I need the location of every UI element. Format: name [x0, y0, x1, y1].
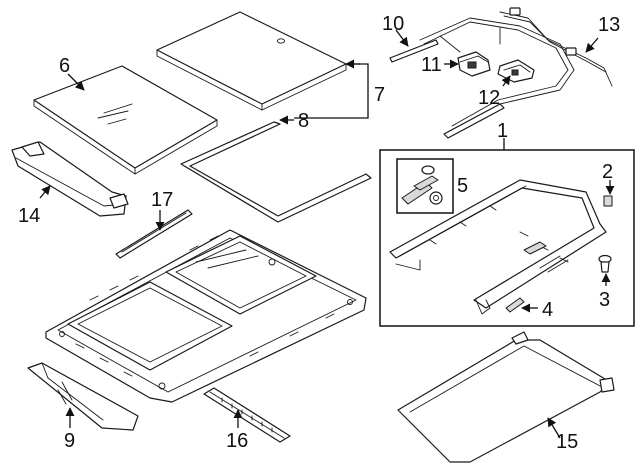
callout-11: 11 — [421, 54, 442, 76]
part-13-harness[interactable] — [419, 7, 613, 139]
part-10-drain-hose[interactable] — [389, 39, 439, 63]
callout-8: 8 — [298, 110, 309, 132]
callout-4: 4 — [542, 299, 553, 321]
callout-12: 12 — [478, 87, 500, 109]
callout-14: 14 — [18, 205, 40, 227]
part-9-shade-panel[interactable] — [27, 362, 139, 431]
leader-lines — [39, 29, 615, 439]
part-4-drain-tube[interactable] — [505, 297, 525, 313]
part-2-nut[interactable] — [603, 195, 613, 207]
callout-9: 9 — [64, 430, 75, 452]
part-1-frame-assembly[interactable] — [389, 179, 607, 315]
callout-2: 2 — [602, 161, 613, 183]
part-12-control-module[interactable] — [497, 59, 535, 83]
callout-10: 10 — [382, 13, 404, 35]
callout-7: 7 — [374, 84, 385, 106]
callout-3: 3 — [599, 289, 610, 311]
part-16-guide-strip[interactable] — [203, 387, 291, 443]
callout-16: 16 — [226, 430, 248, 452]
part-14-wind-deflector[interactable] — [11, 141, 129, 217]
assembly-1-box — [379, 149, 635, 327]
part-8-roof-panel[interactable] — [156, 11, 347, 111]
callout-13: 13 — [598, 14, 620, 36]
part-11-motor[interactable] — [457, 51, 491, 77]
part-5-box — [396, 158, 454, 214]
callout-6: 6 — [59, 55, 70, 77]
callout-5: 5 — [457, 175, 468, 197]
part-8-seal[interactable] — [180, 121, 372, 223]
part-15-sunshade[interactable] — [397, 331, 615, 463]
callout-1: 1 — [497, 120, 508, 142]
callout-15: 15 — [556, 431, 578, 453]
roof-frame[interactable] — [45, 229, 367, 403]
part-17-molding[interactable] — [115, 209, 193, 259]
part-3-bolt[interactable] — [598, 254, 612, 273]
callout-17: 17 — [151, 189, 173, 211]
part-5-guide-kit[interactable] — [401, 165, 443, 205]
part-6-glass-panel[interactable] — [33, 65, 218, 175]
